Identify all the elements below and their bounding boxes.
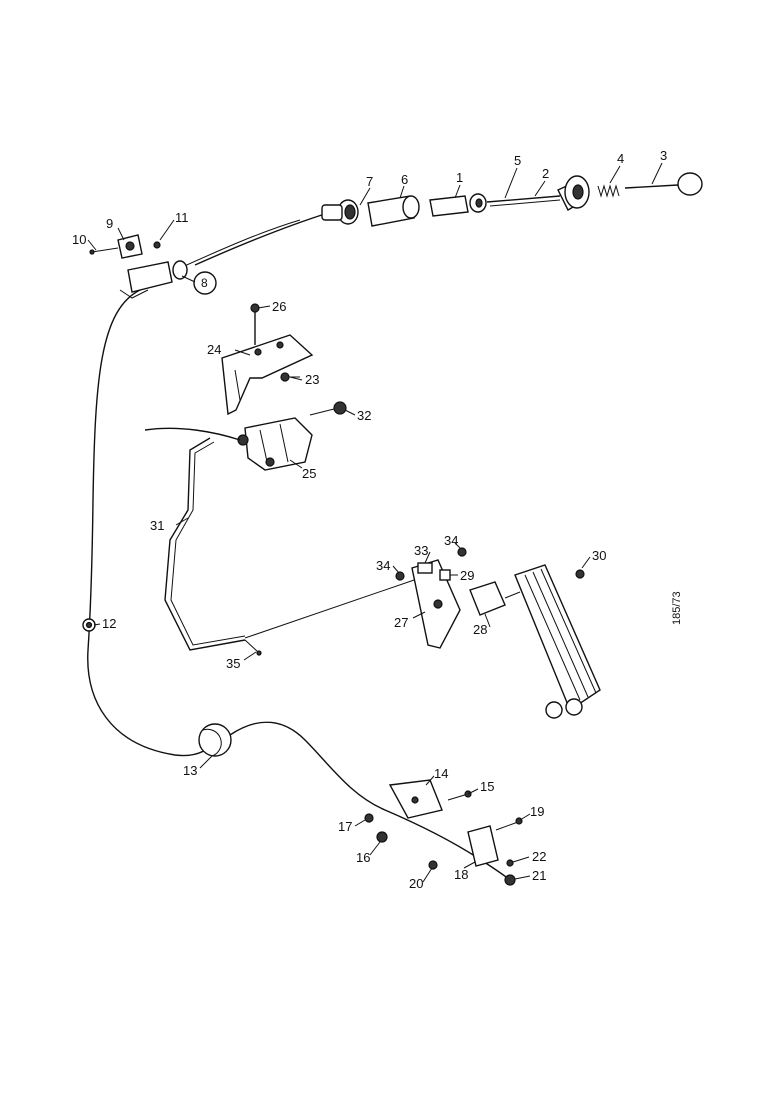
- callout-21: 21: [532, 868, 546, 883]
- pedal-linkage-assembly: [144, 303, 601, 719]
- callout-28: 28: [473, 622, 487, 637]
- callout-26: 26: [272, 299, 286, 314]
- callout-15: 15: [480, 779, 494, 794]
- callout-30: 30: [592, 548, 606, 563]
- callout-6: 6: [401, 172, 408, 187]
- callout-12: 12: [102, 616, 116, 631]
- callout-29: 29: [460, 568, 474, 583]
- callout-2: 2: [542, 166, 549, 181]
- callout-19: 19: [530, 804, 544, 819]
- callout-16: 16: [356, 850, 370, 865]
- callout-22: 22: [532, 849, 546, 864]
- callout-11: 11: [175, 210, 189, 225]
- callout-4: 4: [617, 151, 624, 166]
- callout-5: 5: [514, 153, 521, 168]
- catalog-number: 185/73: [671, 591, 683, 625]
- part-callouts: 1 2 3 4 5 6 7 8 9 10 11 12 13 14 15 16 1…: [72, 148, 683, 891]
- callout-1: 1: [456, 170, 463, 185]
- callout-8: 8: [201, 276, 208, 290]
- callout-35: 35: [226, 656, 240, 671]
- callout-34-left: 34: [376, 558, 390, 573]
- callout-31: 31: [150, 518, 164, 533]
- callout-27: 27: [394, 615, 408, 630]
- callout-9: 9: [106, 216, 113, 231]
- lower-cable-brackets: [364, 779, 523, 886]
- callout-3: 3: [660, 148, 667, 163]
- callout-32: 32: [357, 408, 371, 423]
- callout-18: 18: [454, 867, 468, 882]
- callout-25: 25: [302, 466, 316, 481]
- callout-7: 7: [366, 174, 373, 189]
- callout-20: 20: [409, 876, 423, 891]
- throttle-cable-assembly: [82, 172, 703, 881]
- callout-13: 13: [183, 763, 197, 778]
- callout-23: 23: [305, 372, 319, 387]
- callout-10: 10: [72, 232, 86, 247]
- leader-lines: [87, 162, 663, 883]
- callout-24: 24: [207, 342, 221, 357]
- callout-14: 14: [434, 766, 448, 781]
- callout-17: 17: [338, 819, 352, 834]
- callout-33: 33: [414, 543, 428, 558]
- callout-34-right: 34: [444, 533, 458, 548]
